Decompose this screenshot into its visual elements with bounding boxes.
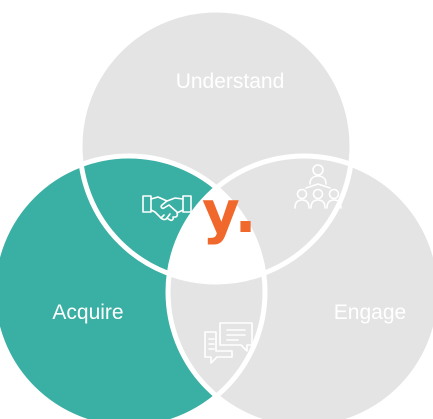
team-hierarchy-icon bbox=[294, 164, 342, 209]
brand-logo: y. bbox=[202, 178, 257, 246]
region-label-acquire: Acquire bbox=[52, 301, 123, 324]
region-label-engage: Engage bbox=[334, 301, 406, 324]
center-region bbox=[168, 156, 265, 282]
divider-lines bbox=[0, 7, 433, 419]
handshake-icon bbox=[142, 195, 192, 222]
chat-bubbles-icon bbox=[204, 322, 253, 364]
logo-text: y. bbox=[202, 178, 257, 246]
region-label-understand: Understand bbox=[176, 70, 285, 93]
